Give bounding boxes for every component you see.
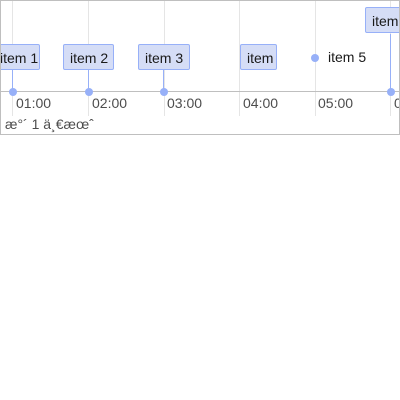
grid-line [239,1,240,116]
item-dot[interactable] [9,88,17,96]
item-connector [390,34,391,91]
tick-label: 03:00 [167,95,203,111]
tick-label: 01:00 [16,95,52,111]
timeline-item-3[interactable]: item 3 [138,44,190,70]
item-dot[interactable] [311,54,319,62]
timeline-item-5[interactable]: item 5 [328,49,367,65]
item-dot[interactable] [160,88,168,96]
item-connector [163,70,164,91]
timeline-item-2[interactable]: item 2 [63,44,114,70]
tick-label: 04:00 [243,95,279,111]
tick-label: 02:00 [92,95,128,111]
item-dot[interactable] [387,88,395,96]
timeline[interactable]: item 1 item 2 item 3 item item 5 item 01… [0,0,400,135]
timeline-item-6[interactable]: item [365,7,399,33]
item-connector [88,70,89,91]
tick-label: 0 [394,95,399,111]
item-connector [12,70,13,91]
item-dot[interactable] [85,88,93,96]
tick-label: 05:00 [318,95,354,111]
time-axis [1,91,399,92]
date-label: æ°´ 1 ä¸€æœˆ [5,116,94,132]
timeline-item-4[interactable]: item [240,44,277,70]
timeline-item-1[interactable]: item 1 [1,44,40,70]
